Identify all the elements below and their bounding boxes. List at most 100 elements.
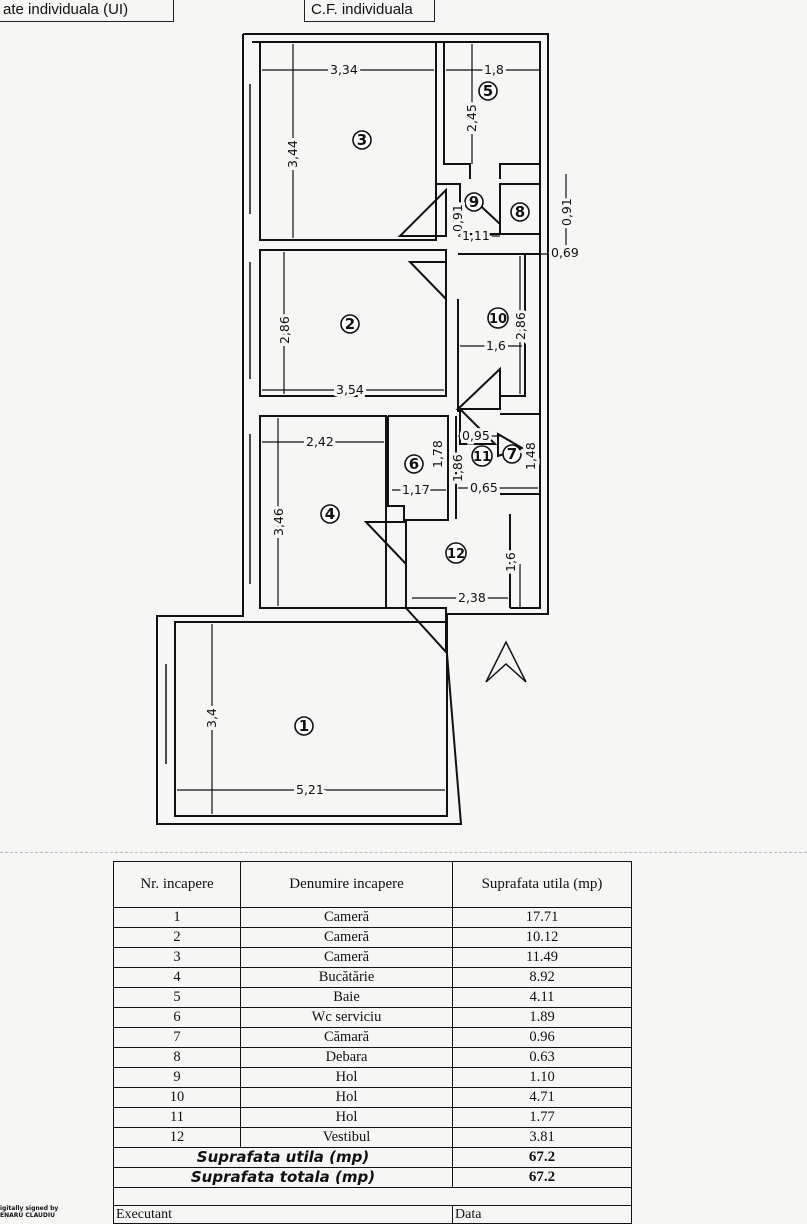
room-name-cell: Debara: [240, 1047, 453, 1068]
north-arrow: [485, 640, 527, 683]
total-total-value: 67.2: [452, 1167, 632, 1188]
door-swing-10: [455, 366, 501, 410]
room-marker-8: 8: [510, 202, 530, 222]
dim-r4-height: 3,46: [271, 508, 286, 536]
room-number-cell: 4: [113, 967, 241, 988]
door-swing-4: [363, 521, 407, 567]
header-strip: ate individuala (UI) C.F. individuala: [0, 0, 807, 24]
svg-text:5: 5: [483, 82, 493, 100]
room-area-cell: 8.92: [452, 967, 632, 988]
room-number-cell: 7: [113, 1027, 241, 1048]
header-cell-left: ate individuala (UI): [0, 0, 174, 22]
dim-r12-height: 1,6: [503, 552, 518, 572]
page-separator: [0, 852, 807, 853]
room-marker-5: 5: [478, 81, 498, 101]
room-marker-3: 3: [352, 130, 372, 150]
dimension-lines: [177, 44, 567, 814]
total-total-label: Suprafata totala (mp): [113, 1167, 453, 1188]
room-12-walls: [260, 564, 407, 609]
floor-plan: 1 2 3 4 5 6 7 8 9 10 11 12 3,34 3,44 1,8…: [156, 33, 582, 825]
dim-r3-width: 3,34: [330, 62, 358, 77]
room-area-cell: 10.12: [452, 927, 632, 948]
room-marker-1: 1: [294, 716, 314, 736]
windows: [156, 84, 251, 764]
outer-wall: [156, 33, 549, 825]
room-marker-9: 9: [464, 192, 484, 212]
svg-text:9: 9: [469, 193, 479, 211]
header-useful-area: Suprafata utila (mp): [452, 861, 632, 908]
room-9-walls: [436, 183, 500, 235]
room-number-cell: 10: [113, 1087, 241, 1108]
room-marker-7: 7: [502, 444, 522, 464]
total-useful-row: Suprafata utila (mp) 67.2: [113, 1147, 632, 1168]
dim-r12-width: 2,38: [458, 590, 486, 605]
dim-r9-width: 1,11: [462, 228, 490, 243]
room-number-cell: 11: [113, 1107, 241, 1128]
dim-r7-height: 1,48: [523, 442, 538, 470]
svg-text:6: 6: [409, 455, 419, 473]
svg-text:10: 10: [489, 312, 507, 327]
room-area-cell: 0.96: [452, 1027, 632, 1048]
room-name-cell: Cameră: [240, 927, 453, 948]
room-name-cell: Cameră: [240, 947, 453, 968]
svg-text:11: 11: [473, 450, 491, 465]
room-marker-2: 2: [340, 314, 360, 334]
footer-date: Data: [452, 1205, 632, 1224]
room-8-walls: [499, 183, 541, 235]
room-10-walls-c: [500, 254, 526, 397]
total-total-row: Suprafata totala (mp) 67.2: [113, 1167, 632, 1188]
room-marker-4: 4: [320, 504, 340, 524]
dim-r2-width: 3,54: [336, 382, 364, 397]
svg-text:4: 4: [325, 505, 335, 523]
room-area-table: Nr. incapere Denumire incapere Suprafata…: [113, 861, 632, 1224]
room-number-cell: 9: [113, 1067, 241, 1088]
header-room-name: Denumire incapere: [240, 861, 453, 908]
door-swing-2: [407, 261, 447, 302]
room-name-cell: Cameră: [240, 907, 453, 928]
dim-r5-width: 1,8: [484, 62, 504, 77]
room-number-cell: 1: [113, 907, 241, 928]
room-name-cell: Baie: [240, 987, 453, 1008]
room-number-cell: 3: [113, 947, 241, 968]
footer-row: Executant Data: [113, 1205, 632, 1224]
blank-cell: [113, 1187, 632, 1206]
total-useful-label: Suprafata utila (mp): [113, 1147, 453, 1168]
signature-line-1: igitally signed by: [0, 1205, 59, 1212]
room-3-walls: [259, 41, 437, 241]
dim-r6-height: 1,78: [430, 440, 445, 468]
room-area-cell: 0.63: [452, 1047, 632, 1068]
table-header-row: Nr. incapere Denumire incapere Suprafata…: [113, 861, 632, 908]
dim-r9-height: 0,91: [450, 204, 465, 232]
room-name-cell: Vestibul: [240, 1127, 453, 1148]
room-5-walls: [443, 42, 471, 179]
svg-text:2: 2: [345, 315, 355, 333]
room-area-cell: 3.81: [452, 1127, 632, 1148]
dim-r2-height: 2,86: [277, 316, 292, 344]
room-name-cell: Cămară: [240, 1027, 453, 1048]
dim-r10-width: 1,6: [486, 338, 506, 353]
room-area-cell: 17.71: [452, 907, 632, 928]
room-number-cell: 8: [113, 1047, 241, 1068]
door-swing-11: [459, 406, 498, 445]
room-6-walls: [387, 415, 449, 521]
dim-r5-height: 2,45: [464, 104, 479, 132]
dim-r10-height: 2,86: [513, 312, 528, 340]
svg-text:1: 1: [299, 717, 309, 735]
dim-r1-height: 3,4: [204, 708, 219, 728]
room-area-cell: 4.11: [452, 987, 632, 1008]
dim-ext-091: 0,91: [559, 198, 574, 226]
room-marker-10: 10: [487, 307, 509, 329]
room-markers: 1 2 3 4 5 6 7 8 9 10 11 12: [294, 81, 530, 736]
